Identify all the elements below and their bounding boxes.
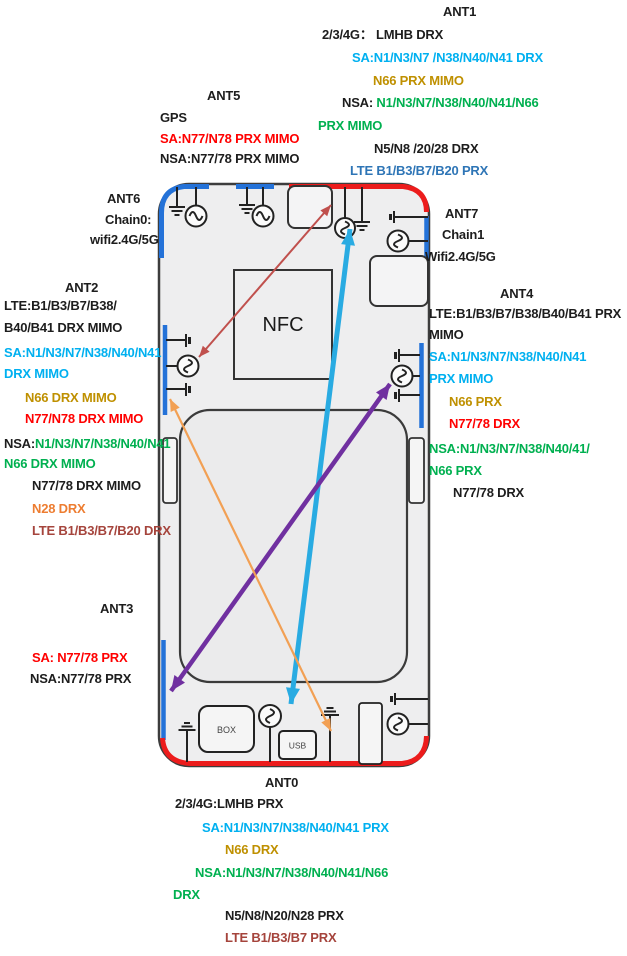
ac-source-icon [386,229,428,253]
ant0-lmhb: 2/3/4G:LMHB PRX [175,796,284,811]
top-left-blue-band [159,184,209,258]
left-side-button [162,437,178,504]
nfc-module [233,269,333,380]
ac-source-icon [166,354,200,378]
ant5-nsa: NSA:N77/78 PRX MIMO [160,151,300,166]
feed-point-icon [166,383,191,396]
ant2-n77-mimo: N77/78 DRX MIMO [32,478,141,493]
ant1-lmhb: 2/3/4G： LMHB DRX [322,27,444,42]
ant7-chain: Chain1 [442,227,485,242]
ant2-lte-drx: LTE B1/B3/B7/B20 DRX [32,523,171,538]
ant2-nsa-prefix: NSA: [4,436,35,451]
ant2-lte2: B40/B41 DRX MIMO [4,320,123,335]
top-antenna-symbols [169,187,428,253]
ant1-lte: LTE B1/B3/B7/B20 PRX [350,163,489,178]
orange-arrow [169,398,332,732]
ant5-gps: GPS [160,110,187,125]
ant0-title: ANT0 [265,775,299,790]
ant1-nsa-bands: NSA: N1/N3/N7/N38/N40/N41/N66 [342,95,539,111]
ant1-n5: N5/N8 /20/28 DRX [374,141,479,156]
ant4-nsa-bands: NSA:N1/N3/N7/N38/N40/41/ [429,441,590,456]
ant1-nsa-rest: N1/N3/N7/N38/N40/N41/N66 [376,95,539,110]
ant5-sa: SA:N77/N78 PRX MIMO [160,131,300,146]
ant1-nsa-prefix: NSA: [342,95,377,110]
ant2-nsa-bands: NSA:N1/N3/N7/N38/N40/N41 [4,436,171,452]
ant3-nsa: NSA:N77/78 PRX [30,671,132,686]
ant6-title: ANT6 [107,191,141,206]
ant2-title: ANT2 [65,280,99,295]
ground-icon [178,722,196,762]
ac-source-icon [386,712,428,736]
feed-point-icon [390,693,428,705]
ground-icon [321,707,339,762]
top-right-red-band [289,184,429,213]
cyan-arrow [286,228,355,705]
ant6-chain: Chain0: [105,212,152,227]
ant4-lte1: LTE:B1/B3/B7/B38/B40/B41 PRX [429,306,622,321]
usb-label: USB [289,741,307,751]
ant4-n77: N77/78 DRX [449,416,520,431]
ant4-feed-group [390,349,420,402]
ant3-title: ANT3 [100,601,134,616]
ant2-n66-drx: N66 DRX MIMO [25,390,117,405]
box-label: BOX [217,725,236,735]
box-module [198,705,255,753]
ant2-nsa-rest: N1/N3/N7/N38/N40/N41 [34,436,171,451]
speaker-module [358,702,383,765]
ac-source-icon [251,187,275,228]
brown-arrow [198,204,332,358]
ant7-title: ANT7 [445,206,479,221]
ant1-title: ANT1 [443,4,477,19]
ant4-n66-nsa: N66 PRX [429,463,482,478]
ant4-n77-drx: N77/78 DRX [453,485,524,500]
ac-source-icon [184,187,208,228]
ant2-feed-group [166,334,200,396]
ant0-nsa-bands: NSA:N1/N3/N7/N38/N40/N41/N66 [195,865,389,880]
usb-port [278,730,317,760]
ac-source-icon [258,704,282,762]
right-camera-module [369,255,429,307]
battery-area [178,408,409,684]
ant7-wifi: Wifi2.4G/5G [425,249,496,264]
ant2-sa-bands: SA:N1/N3/N7/N38/N40/N41 [4,345,162,360]
feed-point-icon [389,211,428,223]
feed-point-icon [394,349,420,362]
bottom-components [178,693,428,765]
ant0-n66: N66 DRX [225,842,279,857]
ant0-lte: LTE B1/B3/B7 PRX [225,930,337,945]
ant2-lte1: LTE:B1/B3/B7/B38/ [4,298,117,313]
ant5-title: ANT5 [207,88,241,103]
ground-icon [169,187,185,216]
bottom-red-band [160,735,429,766]
ground-icon [239,187,255,214]
ant1-sa-bands: SA:N1/N3/N7 /N38/N40/N41 DRX [352,50,543,65]
ant0-nsa-drx: DRX [173,887,200,902]
nfc-label: NFC [262,314,303,336]
ant0-sa-bands: SA:N1/N3/N7/N38/N40/N41 PRX [202,820,389,835]
ant6-wifi: wifi2.4G/5G [90,232,159,247]
ant2-n66-nsa: N66 DRX MIMO [4,456,96,471]
ant4-n66: N66 PRX [449,394,502,409]
ant2-n28: N28 DRX [32,501,86,516]
ant0-n5: N5/N8/N20/N28 PRX [225,908,344,923]
ant4-title: ANT4 [500,286,534,301]
feed-point-icon [166,334,191,347]
ant1-prx-mimo: PRX MIMO [318,118,383,133]
ant1-n66: N66 PRX MIMO [373,73,464,88]
ant4-sa-bands: SA:N1/N3/N7/N38/N40/N41 [429,349,587,364]
ant4-lte2: MIMO [429,327,464,342]
ac-source-icon [390,364,420,388]
top-camera-module [287,185,333,229]
feed-point-icon [394,389,420,402]
ant2-sa-drx: DRX MIMO [4,366,69,381]
purple-arrow [169,382,392,693]
ground-icon [354,187,370,231]
ant3-sa: SA: N77/78 PRX [32,650,128,665]
right-side-button [408,437,425,504]
ant4-sa-prx: PRX MIMO [429,371,494,386]
ant2-n77-drx: N77/N78 DRX MIMO [25,411,144,426]
